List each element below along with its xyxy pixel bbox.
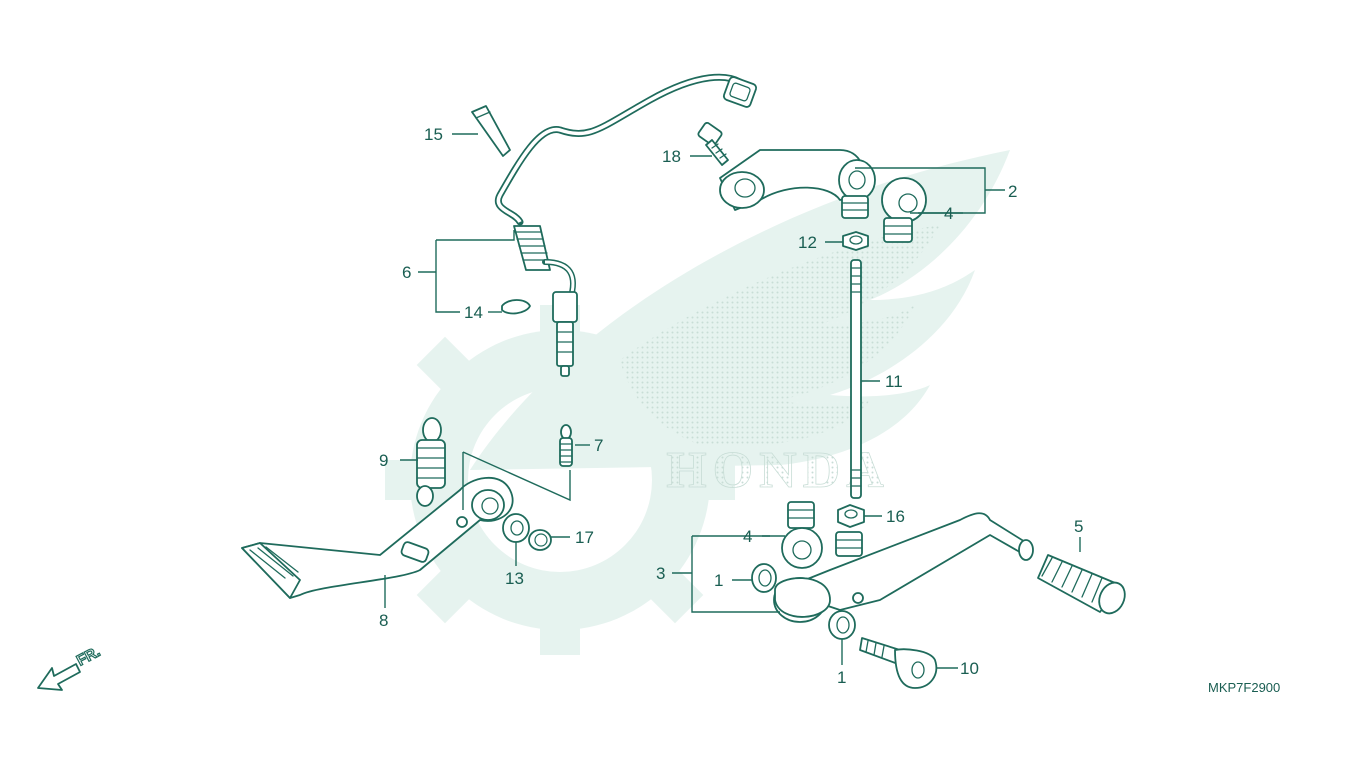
front-label: FR.: [74, 643, 103, 669]
callout-12[interactable]: 12: [798, 233, 817, 252]
part-14-clip: [501, 299, 531, 315]
diagram-code: MKP7F2900: [1208, 680, 1280, 695]
callout-6[interactable]: 6: [402, 263, 411, 282]
watermark-text: HONDA: [666, 442, 890, 499]
part-6-rod-assembly: [494, 73, 758, 377]
callout-3[interactable]: 3: [656, 564, 665, 583]
honda-watermark: HONDA: [385, 150, 1010, 655]
part-5-pedal-rubber: [1037, 554, 1126, 615]
part-4-lower-joint: [781, 501, 863, 569]
callout-4-lower[interactable]: 4: [743, 527, 752, 546]
front-arrow-icon: [37, 663, 81, 691]
callout-1-lower[interactable]: 1: [837, 668, 846, 687]
callout-4-upper[interactable]: 4: [944, 204, 953, 223]
part-8-pedal: [241, 476, 514, 599]
front-direction-indicator: FR.: [37, 643, 104, 691]
part-1-washer-lower: [828, 610, 856, 640]
callout-11[interactable]: 11: [885, 372, 903, 391]
part-11-tie-rod: [850, 259, 862, 499]
callout-1-left[interactable]: 1: [714, 571, 723, 590]
callout-2[interactable]: 2: [1008, 182, 1017, 201]
callout-18[interactable]: 18: [662, 147, 681, 166]
callout-13[interactable]: 13: [505, 569, 524, 588]
part-13-washer: [502, 513, 530, 543]
callout-16[interactable]: 16: [886, 507, 905, 526]
callout-5[interactable]: 5: [1074, 517, 1083, 536]
part-17-circlip: [528, 529, 552, 551]
callout-14[interactable]: 14: [464, 303, 483, 322]
part-12-nut: [842, 231, 869, 251]
callout-15[interactable]: 15: [424, 125, 443, 144]
part-2-shift-arm: [719, 149, 876, 219]
callout-17[interactable]: 17: [575, 528, 594, 547]
part-15-clip: [471, 105, 511, 157]
callout-7[interactable]: 7: [594, 436, 603, 455]
callouts: 15 18 2 4 12 6 14 11 9 7 16 5 4 17 3 1 1…: [379, 125, 1083, 687]
callout-10[interactable]: 10: [960, 659, 979, 678]
part-18-bolt: [697, 121, 729, 166]
callout-9[interactable]: 9: [379, 451, 388, 470]
leader-lines: [384, 133, 1081, 669]
part-1-washer-left: [751, 563, 777, 593]
callout-8[interactable]: 8: [379, 611, 388, 630]
part-3-shift-pedal: [773, 512, 1034, 623]
part-10-pivot-bolt: [859, 637, 938, 689]
part-9-spring: [416, 417, 446, 507]
part-16-nut: [837, 504, 865, 528]
part-7-spring: [559, 424, 573, 467]
part-4-ball-joint: [881, 177, 927, 243]
